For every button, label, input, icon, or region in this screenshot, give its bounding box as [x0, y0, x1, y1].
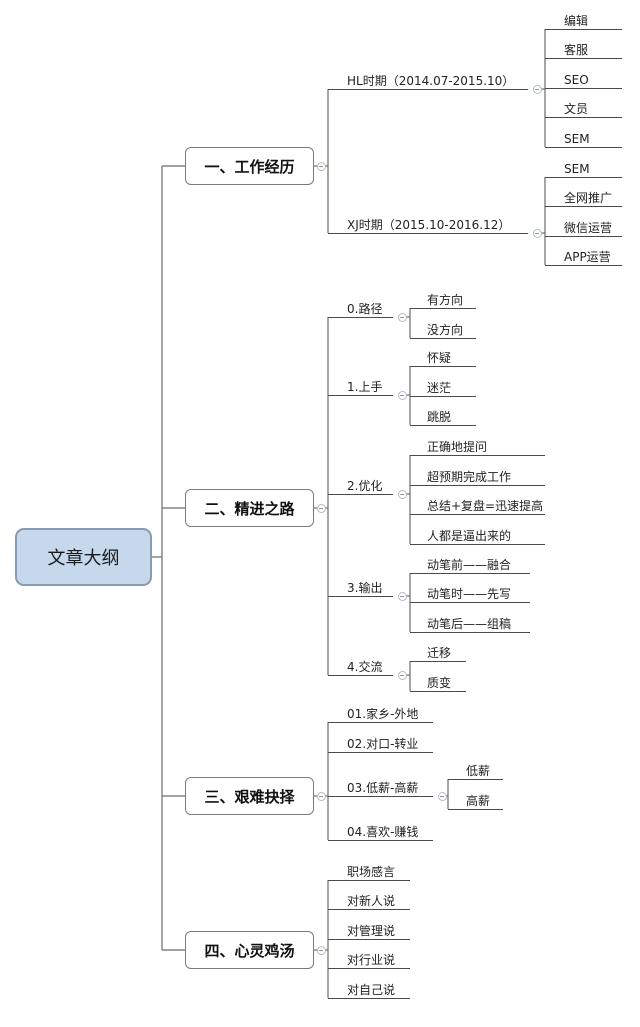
collapse-toggle-icon[interactable] — [316, 791, 326, 801]
subtopic-0-1[interactable]: XJ时期（2015.10-2016.12） — [347, 218, 511, 232]
subtopic-3-1[interactable]: 对新人说 — [347, 894, 396, 908]
node-underline — [410, 485, 545, 486]
node-underline — [410, 514, 545, 515]
node-underline — [545, 117, 622, 118]
node-underline — [545, 177, 622, 178]
branch-hard-choices[interactable]: 三、艰难抉择 — [185, 777, 314, 815]
node-underline — [328, 675, 393, 676]
node-underline — [545, 206, 622, 207]
leaf-1-1-1[interactable]: 迷茫 — [427, 381, 452, 395]
subtopic-2-1[interactable]: 02.对口-转业 — [347, 737, 419, 751]
node-underline — [410, 396, 476, 397]
subtopic-3-0[interactable]: 职场感言 — [347, 865, 396, 879]
leaf-1-3-2[interactable]: 动笔后——组稿 — [427, 617, 512, 631]
node-underline — [328, 317, 393, 318]
leaf-1-2-2[interactable]: 总结+复盘=迅速提高 — [427, 499, 544, 513]
node-underline — [410, 632, 530, 633]
node-underline — [410, 691, 466, 692]
node-underline — [328, 840, 433, 841]
subtopic-1-4[interactable]: 4.交流 — [347, 660, 383, 674]
leaf-1-4-1[interactable]: 质变 — [427, 676, 452, 690]
subtopic-1-3[interactable]: 3.输出 — [347, 581, 383, 595]
node-underline — [448, 779, 503, 780]
node-underline — [328, 395, 393, 396]
subtopic-1-1[interactable]: 1.上手 — [347, 380, 383, 394]
collapse-toggle-icon[interactable] — [437, 791, 447, 801]
leaf-0-1-2[interactable]: 微信运营 — [564, 221, 613, 235]
node-underline — [328, 752, 433, 753]
node-underline — [410, 308, 476, 309]
collapse-toggle-icon[interactable] — [532, 84, 542, 94]
leaf-0-0-0[interactable]: 编辑 — [564, 14, 589, 28]
node-underline — [545, 58, 622, 59]
node-underline — [545, 265, 622, 266]
subtopic-2-3[interactable]: 04.喜欢-赚钱 — [347, 825, 419, 839]
leaf-0-1-3[interactable]: APP运营 — [564, 250, 611, 264]
node-underline — [328, 596, 393, 597]
node-underline — [328, 494, 393, 495]
node-underline — [328, 796, 433, 797]
collapse-toggle-icon[interactable] — [397, 670, 407, 680]
collapse-toggle-icon[interactable] — [532, 228, 542, 238]
node-underline — [410, 602, 530, 603]
collapse-toggle-icon[interactable] — [316, 161, 326, 171]
node-underline — [328, 939, 410, 940]
collapse-toggle-icon[interactable] — [316, 945, 326, 955]
node-underline — [328, 722, 433, 723]
subtopic-3-2[interactable]: 对管理说 — [347, 924, 396, 938]
node-underline — [328, 968, 410, 969]
node-underline — [545, 88, 622, 89]
leaf-0-0-1[interactable]: 客服 — [564, 43, 589, 57]
node-underline — [410, 573, 530, 574]
node-underline — [545, 236, 622, 237]
collapse-toggle-icon[interactable] — [397, 591, 407, 601]
leaf-0-1-1[interactable]: 全网推广 — [564, 191, 613, 205]
node-underline — [545, 147, 622, 148]
leaf-1-3-0[interactable]: 动笔前——融合 — [427, 558, 512, 572]
leaf-2-2-1[interactable]: 高薪 — [466, 794, 491, 808]
leaf-0-0-3[interactable]: 文员 — [564, 102, 589, 116]
node-underline — [328, 998, 410, 999]
subtopic-1-2[interactable]: 2.优化 — [347, 479, 383, 493]
node-underline — [545, 29, 622, 30]
node-underline — [328, 233, 528, 234]
branch-work-experience[interactable]: 一、工作经历 — [185, 147, 314, 185]
leaf-1-2-0[interactable]: 正确地提问 — [427, 440, 488, 454]
leaf-1-2-1[interactable]: 超预期完成工作 — [427, 470, 512, 484]
leaf-1-1-2[interactable]: 跳脱 — [427, 410, 452, 424]
node-underline — [410, 661, 466, 662]
collapse-toggle-icon[interactable] — [397, 390, 407, 400]
node-underline — [328, 909, 410, 910]
subtopic-2-0[interactable]: 01.家乡-外地 — [347, 707, 419, 721]
collapse-toggle-icon[interactable] — [397, 312, 407, 322]
leaf-0-0-2[interactable]: SEO — [564, 73, 589, 87]
node-underline — [448, 809, 503, 810]
subtopic-2-2[interactable]: 03.低薪-高薪 — [347, 781, 419, 795]
node-underline — [410, 366, 476, 367]
root-topic[interactable]: 文章大纲 — [15, 528, 152, 586]
node-underline — [410, 544, 545, 545]
subtopic-1-0[interactable]: 0.路径 — [347, 302, 383, 316]
collapse-toggle-icon[interactable] — [316, 503, 326, 513]
leaf-1-0-1[interactable]: 没方向 — [427, 323, 464, 337]
node-underline — [410, 455, 545, 456]
subtopic-0-0[interactable]: HL时期（2014.07-2015.10） — [347, 74, 515, 88]
node-underline — [410, 425, 476, 426]
branch-chicken-soup[interactable]: 四、心灵鸡汤 — [185, 931, 314, 969]
branch-growth-path[interactable]: 二、精进之路 — [185, 489, 314, 527]
leaf-0-0-4[interactable]: SEM — [564, 132, 590, 146]
subtopic-3-3[interactable]: 对行业说 — [347, 953, 396, 967]
node-underline — [410, 338, 476, 339]
subtopic-3-4[interactable]: 对自己说 — [347, 983, 396, 997]
leaf-2-2-0[interactable]: 低薪 — [466, 764, 491, 778]
leaf-1-3-1[interactable]: 动笔时——先写 — [427, 587, 512, 601]
leaf-1-1-0[interactable]: 怀疑 — [427, 351, 452, 365]
leaf-1-2-3[interactable]: 人都是逼出来的 — [427, 529, 512, 543]
leaf-0-1-0[interactable]: SEM — [564, 162, 590, 176]
leaf-1-4-0[interactable]: 迁移 — [427, 646, 452, 660]
collapse-toggle-icon[interactable] — [397, 489, 407, 499]
leaf-1-0-0[interactable]: 有方向 — [427, 293, 464, 307]
node-underline — [328, 880, 410, 881]
node-underline — [328, 89, 528, 90]
